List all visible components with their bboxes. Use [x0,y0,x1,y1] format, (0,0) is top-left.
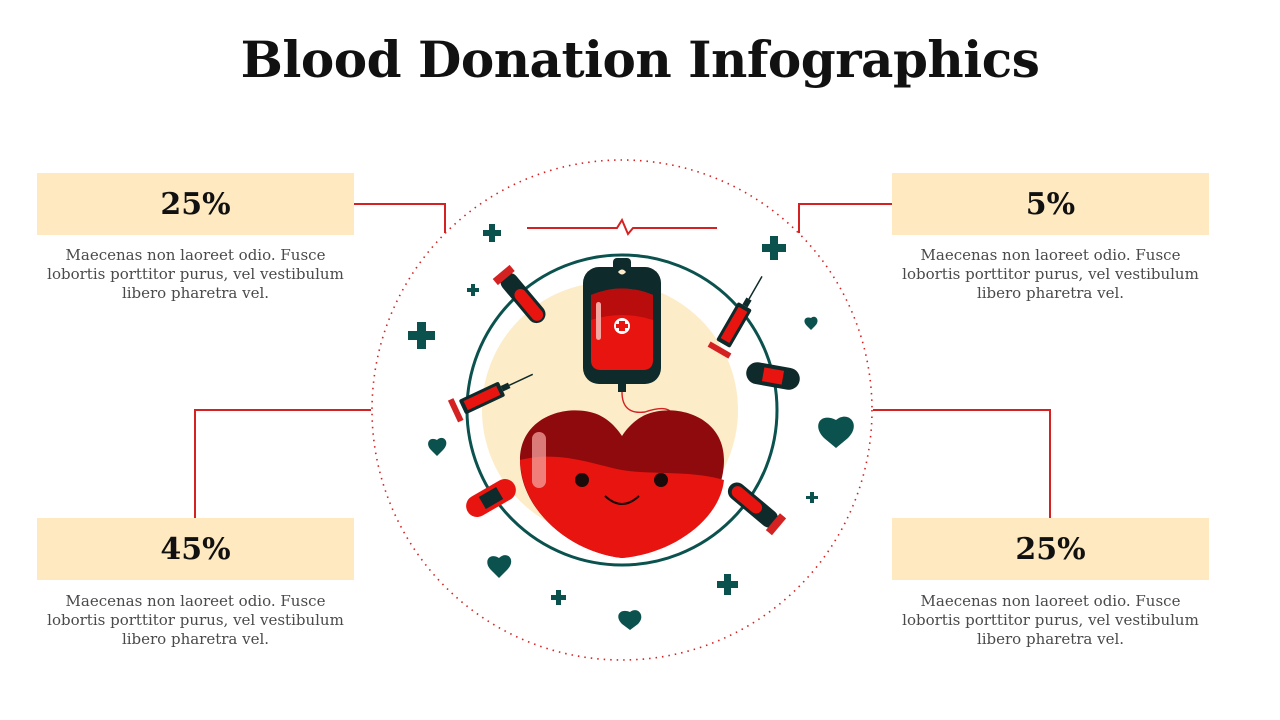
dotted-outer-circle [371,159,873,661]
stat-value: 25% [1015,531,1086,567]
syringe-icon [447,373,534,423]
stat-box-top-right: 5% [892,173,1209,235]
blood-donation-illustration [371,159,873,661]
small-heart-icon [428,316,854,630]
connector-bottom-right [873,409,1051,518]
stat-description: Maecenas non laoreet odio. Fusce loborti… [47,592,344,648]
stat-description: Maecenas non laoreet odio. Fusce loborti… [902,246,1199,302]
test-tube-icon [727,482,787,536]
heartbeat-line-icon [527,217,717,236]
blood-bag-icon [583,258,679,462]
stat-box-bottom-left: 45% [37,518,354,580]
test-tube-icon [492,264,546,324]
stat-description: Maecenas non laoreet odio. Fusce loborti… [47,246,344,302]
connector-top-left [354,203,446,233]
stat-box-top-left: 25% [37,173,354,235]
bandage-icon [466,479,516,517]
stat-box-bottom-right: 25% [892,518,1209,580]
stat-description: Maecenas non laoreet odio. Fusce loborti… [902,592,1199,648]
connector-bottom-left [194,409,371,518]
heart-icon [520,410,724,558]
stat-value: 45% [160,531,231,567]
syringe-icon [707,276,763,359]
page-title: Blood Donation Infographics [240,30,1040,89]
bandage-icon [746,362,800,390]
stat-value: 25% [160,186,231,222]
connector-top-right [798,203,892,233]
stat-value: 5% [1025,186,1076,222]
medical-cross-icon [408,224,818,605]
